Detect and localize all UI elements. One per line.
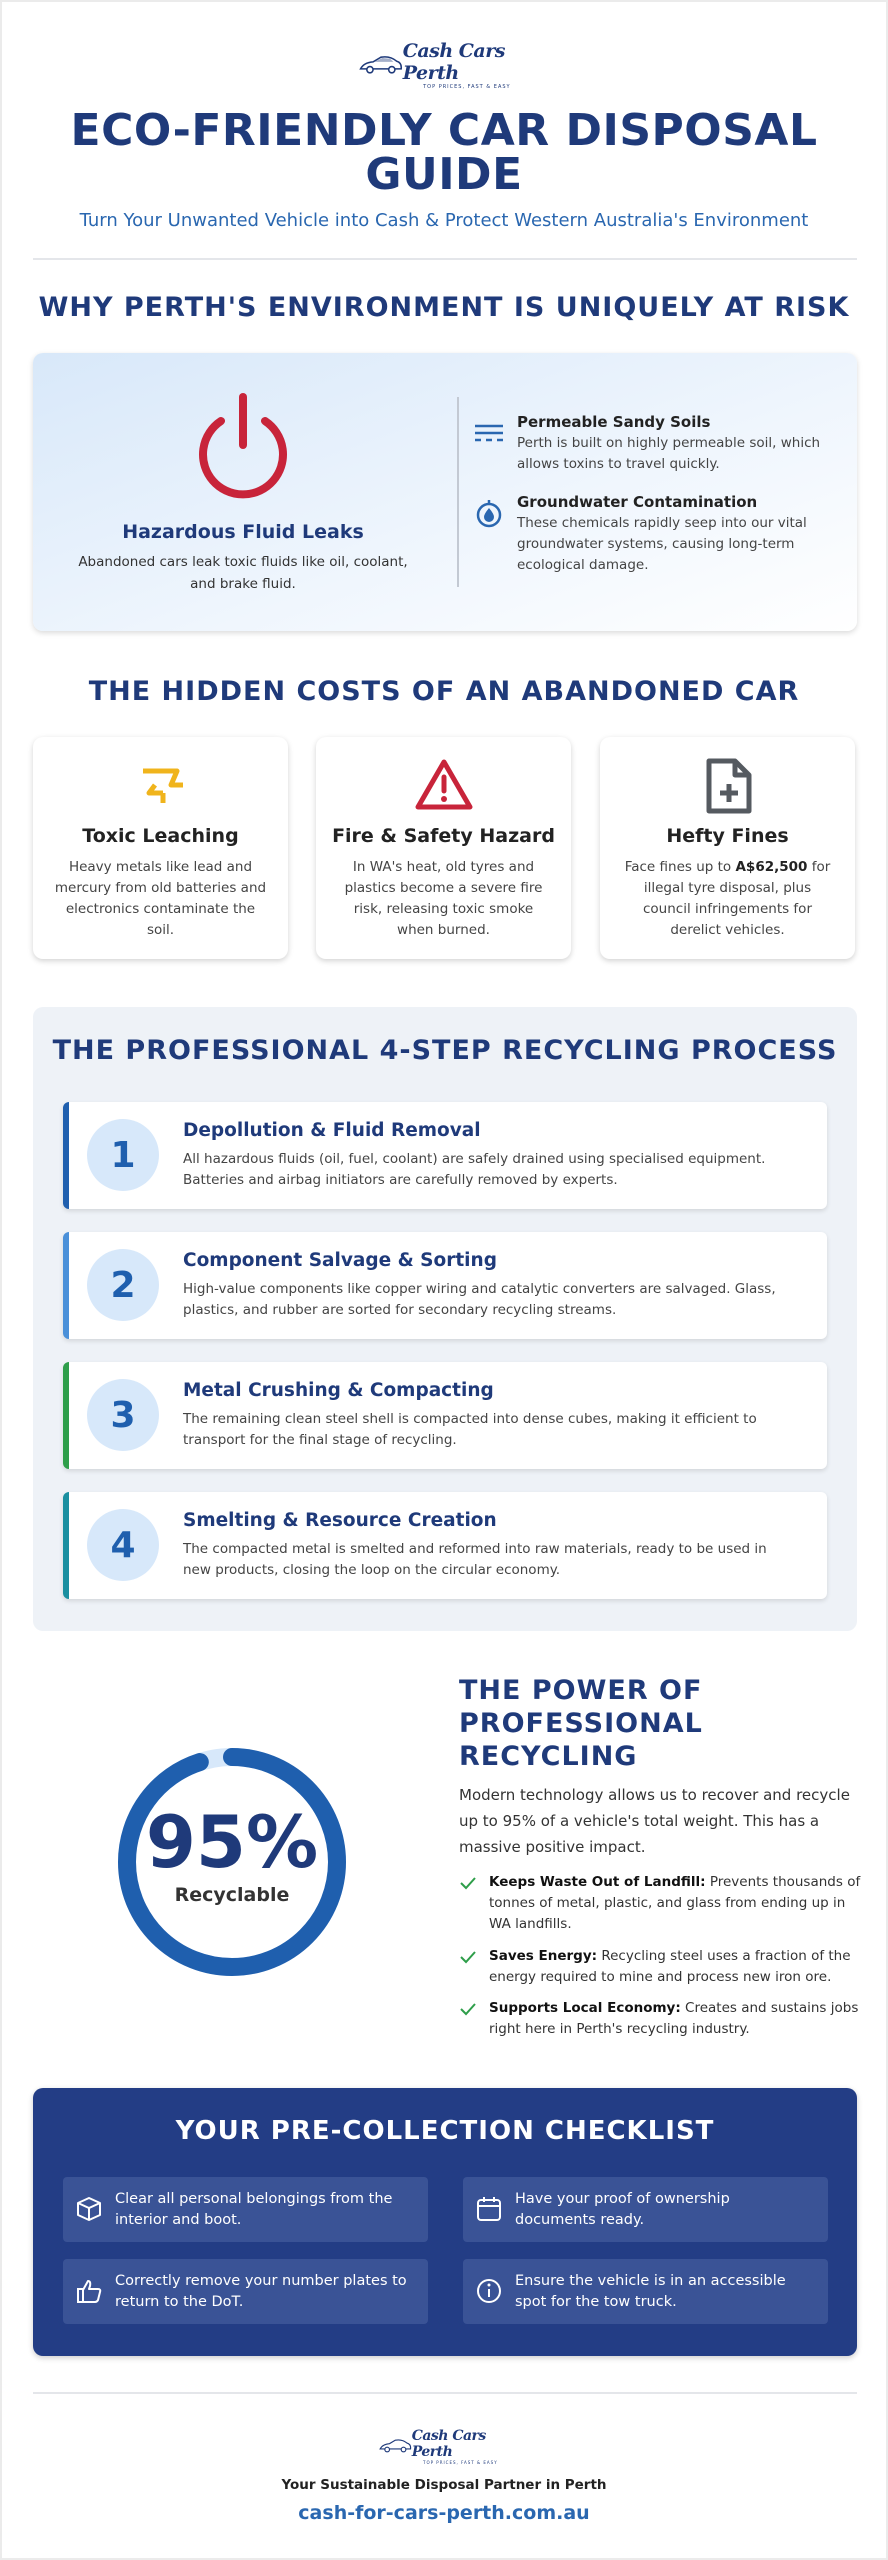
process-step-1: 1 Depollution & Fluid Removal All hazard… [63, 1102, 827, 1209]
step-number: 1 [87, 1119, 159, 1191]
footer-tagline: Your Sustainable Disposal Partner in Per… [281, 2477, 607, 2493]
risk-main-heading: Hazardous Fluid Leaks [122, 521, 364, 543]
risk-section-title: WHY PERTH'S ENVIRONMENT IS UNIQUELY AT R… [38, 292, 850, 323]
page-title: ECO-FRIENDLY CAR DISPOSAL GUIDE [70, 105, 818, 200]
checklist-item-belongings: Clear all personal belongings from the i… [63, 2177, 428, 2242]
process-step-3: 3 Metal Crushing & Compacting The remain… [63, 1362, 827, 1469]
water-drop-icon [476, 500, 502, 528]
checklist-item-text: Ensure the vehicle is in an accessible s… [515, 2273, 786, 2310]
power-item-text: Keeps Waste Out of Landfill: Prevents th… [489, 1874, 861, 1932]
costs-section-title: THE HIDDEN COSTS OF AN ABANDONED CAR [88, 676, 800, 707]
car-logo-icon [379, 2439, 412, 2453]
check-icon [460, 1877, 476, 1890]
risk-item-text: Perth is built on highly permeable soil,… [517, 435, 821, 472]
cost-card-heading: Toxic Leaching [82, 825, 239, 847]
power-icon [199, 393, 287, 499]
check-icon [460, 2003, 476, 2016]
info-circle-icon [477, 2279, 501, 2303]
process-step-2: 2 Component Salvage & Sorting High-value… [63, 1232, 827, 1339]
step-text: The compacted metal is smelted and refor… [183, 1541, 767, 1578]
check-icon [460, 1951, 476, 1964]
brand-name: Cash Cars Perth [402, 40, 506, 84]
recyclable-label: Recyclable [174, 1884, 290, 1906]
risk-panel: Hazardous Fluid Leaks Abandoned cars lea… [33, 353, 857, 631]
step-text: High-value components like copper wiring… [183, 1281, 776, 1318]
risk-main: Hazardous Fluid Leaks Abandoned cars lea… [33, 353, 453, 631]
step-text: The remaining clean steel shell is compa… [183, 1411, 757, 1448]
step-heading: Depollution & Fluid Removal [183, 1120, 481, 1141]
checklist-title: YOUR PRE-COLLECTION CHECKLIST [175, 2116, 715, 2146]
cost-card-toxic: Toxic Leaching Heavy metals like lead an… [33, 737, 288, 959]
brand-tagline: TOP PRICES, FAST & EASY [423, 84, 511, 90]
checklist-item-ownership: Have your proof of ownership documents r… [463, 2177, 828, 2242]
risk-main-text: Abandoned cars leak toxic fluids like oi… [78, 554, 408, 592]
step-text: All hazardous fluids (oil, fuel, coolant… [183, 1151, 766, 1188]
footer-logo[interactable]: Cash Cars Perth TOP PRICES, FAST & EASY [379, 2428, 509, 2465]
calendar-icon [477, 2197, 501, 2221]
cost-card-text: Face fines up to A$62,500 for illegal ty… [624, 859, 831, 938]
gauge-arc [118, 1748, 346, 1976]
cost-card-fines: Hefty Fines Face fines up to A$62,500 fo… [600, 737, 855, 959]
process-step-4: 4 Smelting & Resource Creation The compa… [63, 1492, 827, 1599]
brand-tagline: TOP PRICES, FAST & EASY [423, 2459, 498, 2465]
file-plus-icon [706, 758, 751, 814]
risk-item-heading: Permeable Sandy Soils [517, 413, 711, 431]
risk-divider [457, 397, 459, 587]
cost-card-fire: Fire & Safety Hazard In WA's heat, old t… [316, 737, 571, 959]
power-intro: Modern technology allows us to recover a… [459, 1786, 850, 1856]
divider [33, 2392, 857, 2394]
thumbs-up-icon [77, 2280, 102, 2303]
cost-card-heading: Fire & Safety Hazard [332, 825, 555, 847]
pre-collection-checklist: YOUR PRE-COLLECTION CHECKLIST Clear all … [33, 2088, 857, 2356]
soil-layers-icon [475, 424, 503, 442]
recyclable-percent: 95% [145, 1800, 319, 1884]
cost-card-heading: Hefty Fines [666, 825, 789, 847]
car-logo-icon [359, 56, 403, 74]
checklist-item-text: Have your proof of ownership documents r… [515, 2191, 730, 2228]
power-item-text: Saves Energy: Recycling steel uses a fra… [489, 1948, 851, 1985]
page-subtitle: Turn Your Unwanted Vehicle into Cash & P… [79, 210, 809, 231]
risk-item-heading: Groundwater Contamination [517, 493, 758, 511]
step-number: 2 [87, 1249, 159, 1321]
step-heading: Component Salvage & Sorting [183, 1250, 497, 1271]
checklist-item-access: Ensure the vehicle is in an accessible s… [463, 2259, 828, 2324]
step-heading: Smelting & Resource Creation [183, 1510, 497, 1531]
risk-item-text: These chemicals rapidly seep into our vi… [517, 515, 807, 573]
process-section-title: THE PROFESSIONAL 4-STEP RECYCLING PROCES… [52, 1035, 838, 1066]
step-number: 3 [87, 1379, 159, 1451]
power-section-title: THE POWER OF PROFESSIONAL RECYCLING [459, 1675, 703, 1772]
footer-url-link[interactable]: cash-for-cars-perth.com.au [298, 2502, 590, 2524]
process-panel: THE PROFESSIONAL 4-STEP RECYCLING PROCES… [33, 1007, 857, 1631]
fine-amount: A$62,500 [735, 859, 808, 875]
step-number: 4 [87, 1509, 159, 1581]
recyclable-gauge [118, 1748, 346, 1976]
checklist-item-plates: Correctly remove your number plates to r… [63, 2259, 428, 2324]
cost-card-text: In WA's heat, old tyres and plastics bec… [344, 859, 543, 938]
box-icon [77, 2197, 101, 2221]
cost-card-text: Heavy metals like lead and mercury from … [54, 859, 267, 938]
checklist-item-text: Clear all personal belongings from the i… [115, 2191, 393, 2228]
step-heading: Metal Crushing & Compacting [183, 1380, 494, 1401]
broken-sign-icon [142, 768, 183, 803]
divider [33, 258, 857, 260]
checklist-item-text: Correctly remove your number plates to r… [115, 2273, 407, 2310]
power-item-text: Supports Local Economy: Creates and sust… [489, 2000, 859, 2037]
warning-triangle-icon [415, 759, 472, 810]
brand-name: Cash Cars Perth [411, 2427, 487, 2460]
brand-logo[interactable]: Cash Cars Perth TOP PRICES, FAST & EASY [359, 40, 531, 90]
